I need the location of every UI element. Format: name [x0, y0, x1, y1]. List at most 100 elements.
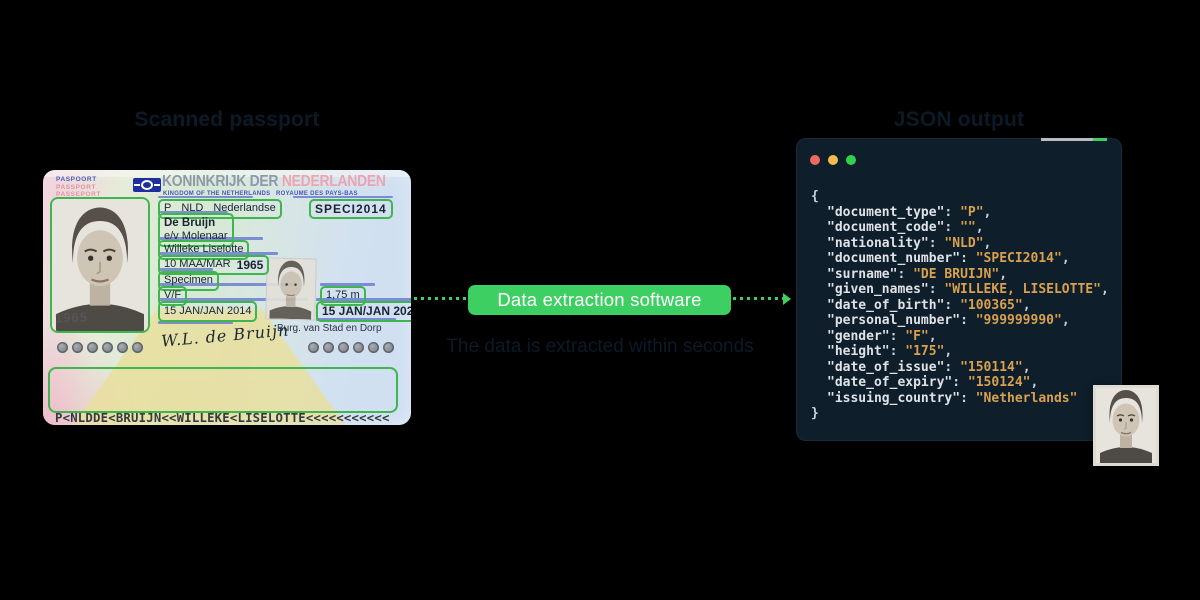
json-brace: }	[811, 406, 819, 421]
field-microlabel	[293, 195, 393, 198]
json-colon: :	[960, 251, 976, 266]
passport-ghost-photo	[265, 257, 317, 321]
flow-dotted-line-left	[414, 297, 466, 300]
code-line: "issuing_country": "Netherlands"	[811, 391, 1109, 407]
json-colon: :	[944, 220, 961, 235]
doc-word-en: PASSPORT	[56, 183, 97, 191]
json-comma: ,	[983, 235, 992, 251]
json-comma: ,	[983, 204, 992, 220]
json-comma: ,	[1022, 297, 1031, 313]
scanned-passport-title: Scanned passport	[134, 108, 320, 131]
code-line: "date_of_expiry": "150124",	[811, 375, 1109, 391]
field-microlabel	[316, 318, 396, 321]
json-value: "150124"	[967, 375, 1031, 390]
zoom-window-icon[interactable]	[846, 155, 856, 165]
perforation-dot	[132, 342, 143, 353]
json-value: "DE BRUIJN"	[913, 266, 1000, 282]
code-line: "given_names": "WILLEKE, LISELOTTE",	[811, 282, 1109, 298]
json-comma: ,	[928, 328, 937, 344]
perforation-dot	[117, 342, 128, 353]
perforation-dot	[323, 342, 334, 353]
issuing-authority: Burg. van Stad en Dorp	[277, 323, 382, 334]
field-specimen: Specimen	[158, 271, 219, 291]
passport-top-glow	[43, 170, 411, 177]
json-output-window: {"document_type": "P","document_code": "…	[796, 138, 1122, 441]
json-key: "gender"	[827, 328, 890, 344]
field-microlabel	[316, 298, 411, 301]
portrait-face-small	[266, 258, 316, 320]
json-colon: :	[944, 297, 961, 313]
json-output-title: JSON output	[893, 108, 1025, 131]
json-key: "document_number"	[827, 251, 961, 266]
json-value: "999999990"	[975, 313, 1062, 328]
code-line: "document_code": "",	[811, 220, 1109, 236]
json-value: "WILLEKE, LISELOTTE"	[944, 282, 1101, 297]
perforation-dot	[102, 342, 113, 353]
json-value: "150114"	[960, 359, 1023, 375]
field-nationality: Nederlandse	[213, 202, 276, 215]
perforation-dot	[308, 342, 319, 353]
passport-header: KONINKRIJK DER NEDERLANDEN	[162, 173, 386, 191]
mrz-line-1: P<NLDDE<BRUIJN<<WILLEKE<LISELOTTE<<<<<<<…	[55, 411, 390, 425]
json-value: "Netherlands"	[975, 390, 1078, 406]
extracted-photo-thumbnail	[1093, 385, 1159, 466]
close-window-icon[interactable]	[810, 155, 820, 165]
json-value: "175"	[905, 344, 945, 359]
photo-watermark: 1965	[54, 309, 89, 326]
field-given-names: Willeke Liselotte	[158, 240, 250, 260]
emblem-bar-left	[134, 184, 140, 186]
json-key: "document_code"	[827, 220, 945, 235]
json-colon: :	[897, 266, 914, 282]
json-key: "surname"	[827, 266, 898, 282]
json-comma: ,	[975, 220, 984, 235]
birth-date-value: 10 MAA/MAR	[164, 258, 231, 271]
json-key: "given_names"	[827, 282, 929, 297]
json-comma: ,	[1030, 375, 1039, 390]
json-comma: ,	[999, 266, 1008, 282]
json-colon: :	[960, 313, 976, 328]
perforation-dots	[57, 342, 143, 353]
field-type: P	[164, 202, 172, 215]
field-microlabel	[158, 210, 228, 213]
perforation-dot	[353, 342, 364, 353]
surname-value: De Bruijn	[164, 217, 216, 229]
doc-word-fr: PASSEPORT	[56, 191, 102, 198]
netherlands-emblem-icon	[133, 178, 161, 192]
perforation-dot	[87, 342, 98, 353]
code-line: {	[811, 189, 1109, 205]
json-key: "personal_number"	[827, 313, 961, 328]
passport-scan: PASPOORT PASSPORT PASSEPORT KONINKRIJK D…	[43, 170, 411, 425]
perforation-dots	[308, 342, 394, 353]
emblem-bar-right	[154, 184, 160, 186]
field-microlabel	[158, 237, 263, 240]
field-microlabel	[158, 321, 233, 324]
perforation-dot	[368, 342, 379, 353]
field-date-of-issue: 15 JAN/JAN 2014	[158, 301, 258, 322]
json-value: "P"	[960, 204, 984, 220]
json-comma: ,	[1100, 282, 1109, 297]
json-value: ""	[960, 220, 976, 235]
json-key: "issuing_country"	[827, 390, 961, 406]
surname-secondary: e/v Molenaar	[164, 230, 228, 243]
subheader-french: ROYAUME DES PAYS-BAS	[276, 191, 358, 197]
json-key: "date_of_birth"	[827, 297, 945, 313]
code-line: "document_type": "P",	[811, 205, 1109, 221]
json-colon: :	[889, 344, 906, 359]
flow-dotted-line-right	[733, 297, 783, 300]
subheader-english: KINGDOM OF THE NETHERLANDS	[163, 191, 271, 197]
field-document-number: SPECI2014	[309, 199, 393, 219]
json-colon: :	[952, 375, 968, 390]
field-microlabel	[158, 268, 213, 271]
json-key: "height"	[827, 344, 890, 359]
field-microlabel	[158, 283, 293, 286]
json-key: "nationality"	[827, 235, 929, 251]
json-key: "date_of_expiry"	[827, 375, 953, 390]
code-line: "personal_number": "999999990",	[811, 313, 1109, 329]
json-key: "date_of_issue"	[827, 359, 945, 375]
json-comma: ,	[944, 344, 953, 359]
data-extraction-button[interactable]: Data extraction software	[468, 285, 731, 315]
minimize-window-icon[interactable]	[828, 155, 838, 165]
json-brace: {	[811, 189, 819, 204]
field-type-nationality: P NLD Nederlandse	[158, 199, 282, 219]
